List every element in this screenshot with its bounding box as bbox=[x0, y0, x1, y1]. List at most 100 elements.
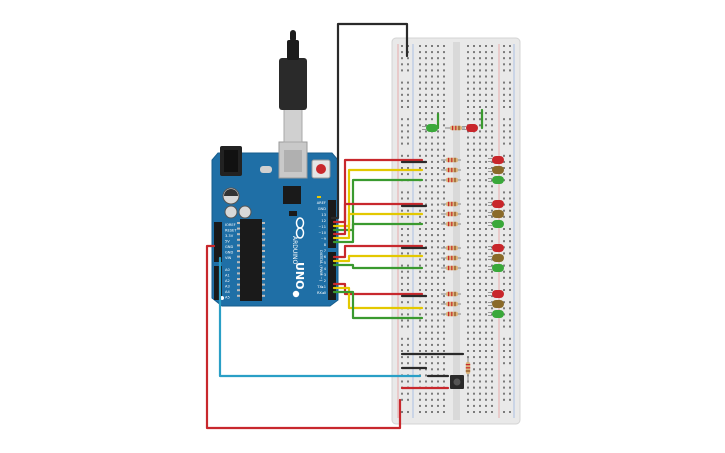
breadboard-hole bbox=[467, 313, 469, 316]
breadboard-hole bbox=[479, 51, 481, 54]
breadboard-hole bbox=[491, 142, 493, 145]
breadboard-hole bbox=[431, 63, 433, 66]
breadboard-hole bbox=[485, 356, 487, 359]
breadboard-hole bbox=[491, 191, 493, 194]
chip-pin bbox=[237, 244, 240, 247]
breadboard-hole bbox=[467, 386, 469, 389]
breadboard-hole bbox=[425, 398, 427, 401]
breadboard-hole bbox=[437, 392, 439, 395]
breadboard-hole bbox=[509, 136, 511, 139]
breadboard-hole bbox=[419, 228, 421, 230]
breadboard-hole bbox=[485, 99, 487, 102]
breadboard-hole bbox=[479, 368, 481, 371]
breadboard-hole bbox=[443, 319, 445, 322]
breadboard-hole bbox=[467, 289, 469, 291]
breadboard-hole bbox=[407, 380, 409, 383]
breadboard-hole bbox=[431, 331, 433, 334]
pin-label: ~3 bbox=[321, 273, 326, 277]
breadboard-hole bbox=[485, 307, 487, 310]
breadboard-hole bbox=[509, 240, 511, 243]
breadboard-hole bbox=[443, 136, 445, 139]
breadboard-hole bbox=[509, 276, 511, 279]
breadboard-hole bbox=[431, 246, 433, 249]
led bbox=[488, 156, 504, 164]
led bbox=[488, 176, 504, 184]
led bbox=[488, 264, 504, 272]
breadboard-hole bbox=[419, 130, 421, 133]
breadboard-hole bbox=[473, 392, 475, 395]
breadboard-hole bbox=[425, 234, 427, 237]
breadboard-hole bbox=[503, 276, 505, 279]
breadboard-hole bbox=[479, 380, 481, 383]
breadboard-hole bbox=[473, 179, 475, 182]
resistor bbox=[441, 211, 461, 217]
reset-button[interactable] bbox=[316, 164, 326, 174]
breadboard-hole bbox=[401, 154, 403, 157]
push-button-cap[interactable] bbox=[453, 378, 461, 386]
chip-pin bbox=[262, 233, 265, 236]
breadboard-hole bbox=[425, 337, 427, 340]
breadboard-hole bbox=[473, 411, 475, 413]
breadboard-hole bbox=[509, 337, 511, 340]
breadboard-hole bbox=[431, 99, 433, 102]
breadboard-hole bbox=[509, 411, 511, 413]
breadboard-hole bbox=[485, 69, 487, 72]
breadboard-hole bbox=[419, 75, 421, 78]
breadboard-hole bbox=[467, 240, 469, 243]
breadboard-hole bbox=[485, 142, 487, 145]
breadboard-hole bbox=[473, 343, 475, 346]
breadboard-hole bbox=[443, 380, 445, 383]
breadboard-hole bbox=[473, 368, 475, 371]
breadboard-hole bbox=[509, 374, 511, 377]
push-button[interactable] bbox=[450, 375, 464, 389]
breadboard-hole bbox=[407, 130, 409, 133]
breadboard-hole bbox=[509, 356, 511, 359]
breadboard-hole bbox=[503, 124, 505, 127]
breadboard-hole bbox=[419, 142, 421, 145]
breadboard-hole bbox=[401, 167, 403, 169]
breadboard-hole bbox=[467, 167, 469, 169]
breadboard-hole bbox=[491, 112, 493, 115]
breadboard-hole bbox=[419, 319, 421, 322]
pin-label: AREF bbox=[317, 201, 326, 205]
breadboard-hole bbox=[467, 87, 469, 90]
breadboard-hole bbox=[509, 99, 511, 102]
breadboard-hole bbox=[425, 331, 427, 334]
breadboard-hole bbox=[437, 356, 439, 359]
resistor bbox=[441, 201, 461, 207]
breadboard-hole bbox=[473, 63, 475, 66]
breadboard-hole bbox=[419, 81, 421, 84]
breadboard-hole bbox=[491, 404, 493, 407]
breadboard-hole bbox=[491, 57, 493, 60]
breadboard-hole bbox=[479, 112, 481, 115]
chip-pin bbox=[237, 278, 240, 280]
breadboard-hole bbox=[491, 319, 493, 322]
breadboard-hole bbox=[485, 124, 487, 127]
breadboard-hole bbox=[479, 154, 481, 157]
breadboard-hole bbox=[491, 51, 493, 54]
breadboard-hole bbox=[431, 411, 433, 413]
pin-label: A4 bbox=[225, 290, 230, 294]
breadboard-hole bbox=[419, 362, 421, 365]
pin-label: GND bbox=[225, 251, 233, 255]
breadboard-hole bbox=[425, 148, 427, 151]
breadboard-hole bbox=[419, 398, 421, 401]
breadboard-hole bbox=[491, 252, 493, 255]
breadboard-hole bbox=[503, 289, 505, 291]
power-header bbox=[214, 222, 222, 262]
breadboard-hole bbox=[407, 313, 409, 316]
breadboard-hole bbox=[467, 295, 469, 298]
breadboard-hole bbox=[401, 240, 403, 243]
breadboard-hole bbox=[425, 282, 427, 285]
breadboard-hole bbox=[467, 136, 469, 139]
breadboard-hole bbox=[425, 404, 427, 407]
breadboard-hole bbox=[401, 337, 403, 340]
breadboard-hole bbox=[467, 142, 469, 145]
breadboard-hole bbox=[491, 380, 493, 383]
breadboard-hole bbox=[407, 392, 409, 395]
jumper-wire bbox=[332, 202, 424, 236]
breadboard-hole bbox=[503, 209, 505, 212]
chip-pin bbox=[262, 289, 265, 292]
arduino-logo-icon bbox=[295, 217, 305, 239]
